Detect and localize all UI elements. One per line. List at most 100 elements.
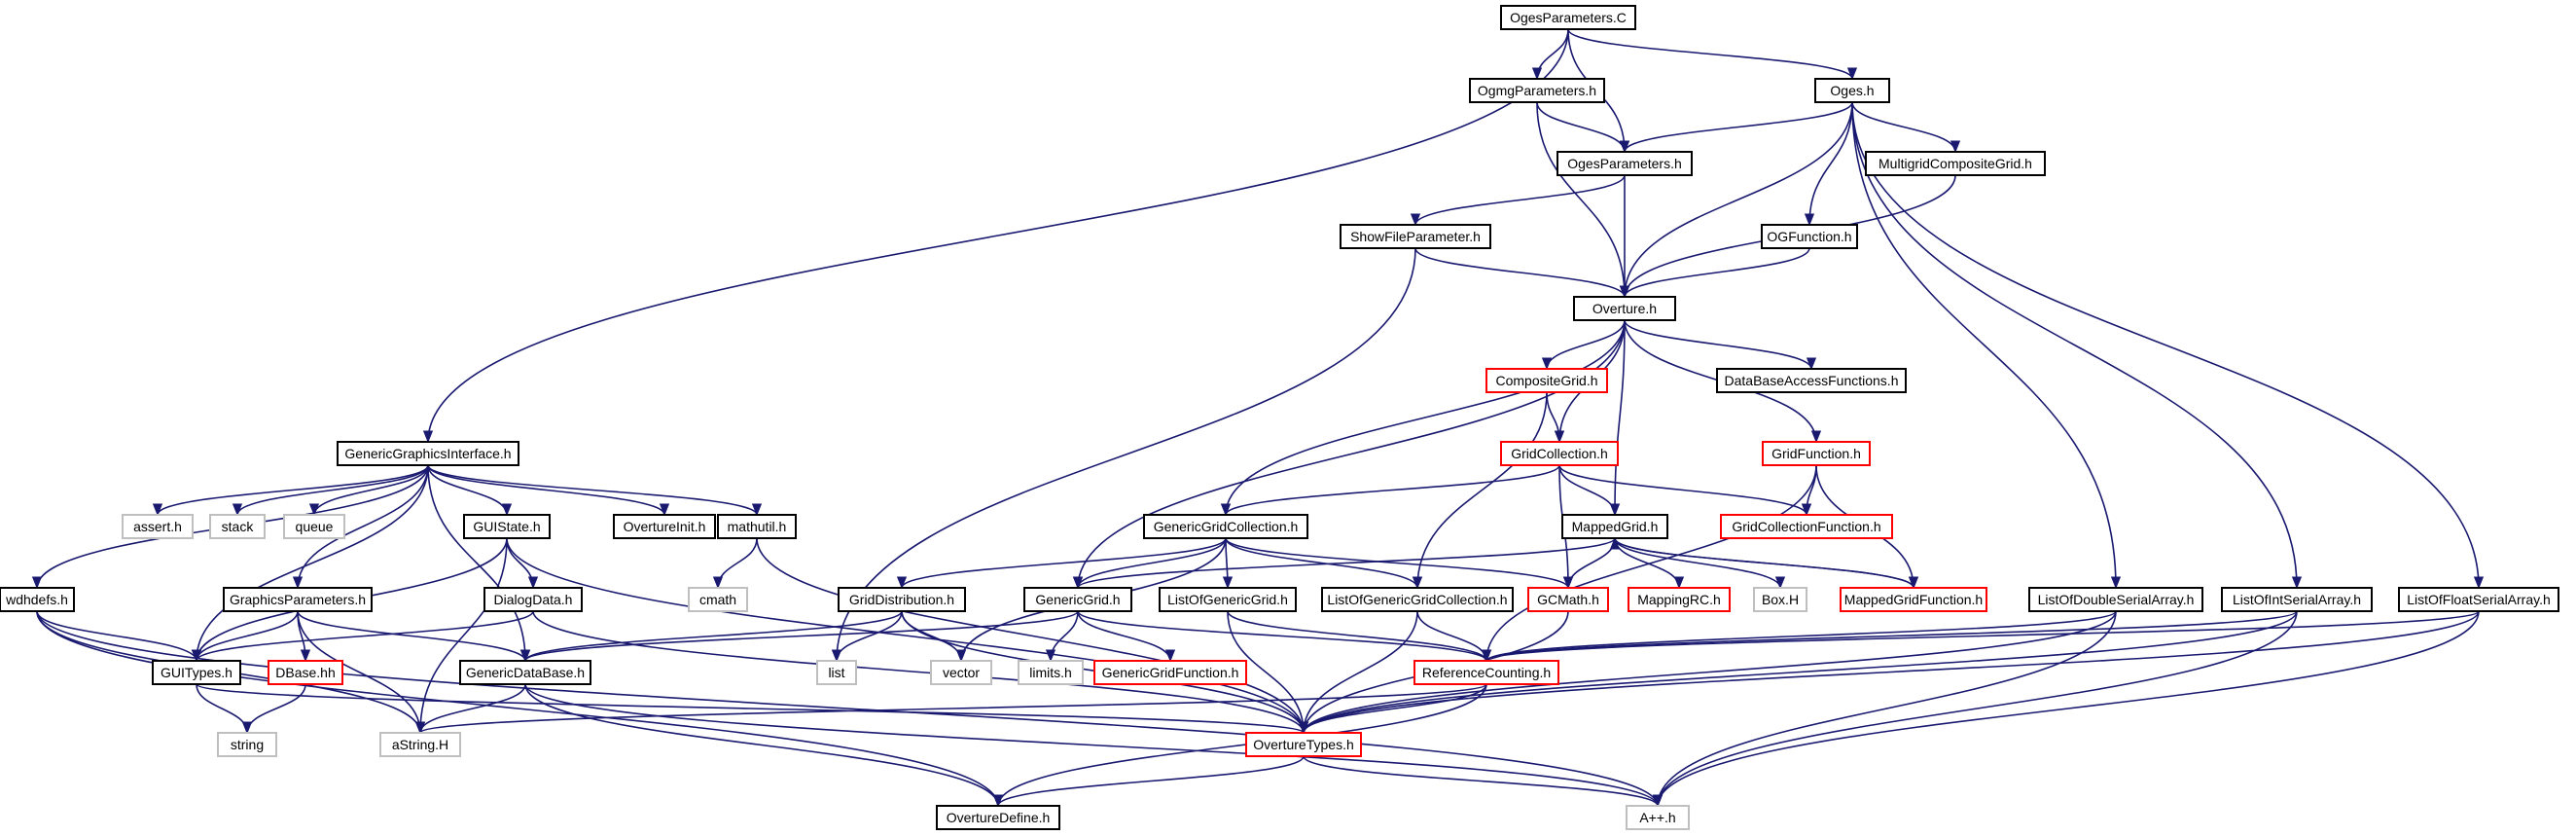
node-box xyxy=(1527,587,1609,612)
edge-path xyxy=(524,683,1663,808)
node-box xyxy=(1340,224,1491,249)
node-label: ListOfIntSerialArray.h xyxy=(2233,592,2361,607)
edge-mappedgridfunction-h-to-mappedgrid-h xyxy=(1610,536,1914,589)
edge-compositegrid-h-to-listofgenericgridcollection-h xyxy=(1412,391,1548,590)
edge-path xyxy=(1482,610,2480,663)
edge-genericgrid-h-to-referencecounting-h xyxy=(1077,610,1491,663)
edge-path xyxy=(831,247,1416,663)
node-label: list xyxy=(828,665,844,680)
edge-path xyxy=(415,683,1487,735)
edge-path xyxy=(897,537,1227,590)
node-gridcollection-h[interactable]: GridCollection.h xyxy=(1500,441,1619,466)
node-listofgenericgrid-h[interactable]: ListOfGenericGrid.h xyxy=(1159,587,1297,612)
node-wdhdefs-h[interactable]: wdhdefs.h xyxy=(0,587,75,612)
edge-path xyxy=(1652,610,2117,808)
edge-path xyxy=(756,537,1309,735)
node-mappedgridfunction-h[interactable]: MappedGridFunction.h xyxy=(1840,587,1987,612)
edge-oges-h-to-ogesparameters-h xyxy=(1619,101,1853,154)
node-box xyxy=(223,587,373,612)
edge-griddistribution-h-to-list xyxy=(831,610,903,663)
node-genericgrid-h[interactable]: GenericGrid.h xyxy=(1023,587,1132,612)
edge-overture-h-to-genericgridcollection-h xyxy=(1220,319,1626,517)
edge-path xyxy=(1558,464,1621,517)
edge-gridcollection-h-to-gridcollectionfunction-h xyxy=(1558,464,1812,517)
edge-referencecounting-h-to-overturedefine-h xyxy=(992,683,1487,808)
node-griddistribution-h[interactable]: GridDistribution.h xyxy=(838,587,966,612)
node-label: GUITypes.h xyxy=(161,665,233,680)
edge-oges-h-to-listoffloatserialarray-h xyxy=(1851,101,2485,590)
edge-path xyxy=(1222,537,1234,590)
node-string: string xyxy=(217,732,277,757)
edge-path xyxy=(1225,537,1573,590)
node-mappingrc-h[interactable]: MappingRC.h xyxy=(1628,587,1731,612)
node-overture-h[interactable]: Overture.h xyxy=(1573,296,1676,321)
node-gridcollectionfunction-h[interactable]: GridCollectionFunction.h xyxy=(1720,514,1893,539)
node-ogfunction-h[interactable]: OGFunction.h xyxy=(1761,224,1858,249)
node-dbase-hh[interactable]: DBase.hh xyxy=(268,660,343,685)
edge-path xyxy=(1546,391,1565,444)
node-overturedefine-h[interactable]: OvertureDefine.h xyxy=(936,805,1060,830)
node-guitypes-h[interactable]: GUITypes.h xyxy=(152,660,241,685)
node-overturetypes-h[interactable]: OvertureTypes.h xyxy=(1245,732,1362,757)
node-box xyxy=(1561,514,1668,539)
node-listofintserialarray-h[interactable]: ListOfIntSerialArray.h xyxy=(2221,587,2373,612)
node-label: GenericGraphicsInterface.h xyxy=(344,446,511,461)
node-showfileparameter-h[interactable]: ShowFileParameter.h xyxy=(1340,224,1491,249)
edge-path xyxy=(831,610,903,663)
edge-path xyxy=(308,464,429,517)
node-ogesparameters-h[interactable]: OgesParameters.h xyxy=(1556,151,1693,176)
node-label: GridCollection.h xyxy=(1511,446,1608,461)
node-box xyxy=(1500,5,1636,30)
node-box xyxy=(1626,805,1690,830)
edge-path xyxy=(1567,28,1857,81)
edges-layer xyxy=(31,28,2485,808)
edge-path xyxy=(427,464,762,517)
node-listoffloatserialarray-h[interactable]: ListOfFloatSerialArray.h xyxy=(2398,587,2559,612)
edge-oges-h-to-overture-h xyxy=(1619,101,1853,299)
node-label: assert.h xyxy=(133,519,182,534)
edge-graphicsparameters-h-to-guitypes-h xyxy=(191,610,299,663)
node-genericgraphicsinterface-h[interactable]: GenericGraphicsInterface.h xyxy=(337,441,519,466)
node-mathutil-h[interactable]: mathutil.h xyxy=(717,514,797,539)
node-multigridcompositegrid-h[interactable]: MultigridCompositeGrid.h xyxy=(1865,151,2046,176)
node-label: Overture.h xyxy=(1592,301,1657,316)
node-label: GUIState.h xyxy=(473,519,540,534)
node-listofgenericgridcollection-h[interactable]: ListOfGenericGridCollection.h xyxy=(1321,587,1514,612)
node-box xyxy=(930,660,992,685)
node-label: OgmgParameters.h xyxy=(1478,83,1596,98)
node-overtureinit-h[interactable]: OvertureInit.h xyxy=(613,514,716,539)
node-genericgridfunction-h[interactable]: GenericGridFunction.h xyxy=(1093,660,1247,685)
edge-path xyxy=(1652,610,2480,808)
node-limits-h: limits.h xyxy=(1018,660,1084,685)
node-genericdatabase-h[interactable]: GenericDataBase.h xyxy=(459,660,591,685)
edge-wdhdefs-h-to-guitypes-h xyxy=(36,610,202,663)
node-oges-h[interactable]: Oges.h xyxy=(1814,78,1890,103)
node-label: OgesParameters.h xyxy=(1567,156,1682,171)
edge-path xyxy=(1851,101,2485,590)
node-dialogdata-h[interactable]: DialogData.h xyxy=(483,587,583,612)
edge-path xyxy=(422,28,1569,444)
edge-listoffloatserialarray-h-to-referencecounting-h xyxy=(1482,610,2480,663)
node-graphicsparameters-h[interactable]: GraphicsParameters.h xyxy=(223,587,373,612)
edge-listofintserialarray-h-to-a-h xyxy=(1652,610,2298,808)
node-mappedgrid-h[interactable]: MappedGrid.h xyxy=(1561,514,1668,539)
edge-genericdatabase-h-to-astring-h xyxy=(414,683,526,735)
edge-listofdoubleserialarray-h-to-a-h xyxy=(1652,610,2117,808)
node-databaseaccessfunctions-h[interactable]: DataBaseAccessFunctions.h xyxy=(1716,368,1907,393)
node-label: Box.H xyxy=(1762,592,1799,607)
node-compositegrid-h[interactable]: CompositeGrid.h xyxy=(1485,368,1608,393)
node-ogesparameters-c[interactable]: OgesParameters.C xyxy=(1500,5,1636,30)
node-gridfunction-h[interactable]: GridFunction.h xyxy=(1762,441,1871,466)
node-box xyxy=(717,514,797,539)
node-queue: queue xyxy=(283,514,345,539)
node-ogmgparameters-h[interactable]: OgmgParameters.h xyxy=(1469,78,1605,103)
node-gcmath-h[interactable]: GCMath.h xyxy=(1527,587,1609,612)
node-genericgridcollection-h[interactable]: GenericGridCollection.h xyxy=(1143,514,1308,539)
node-listofdoubleserialarray-h[interactable]: ListOfDoubleSerialArray.h xyxy=(2028,587,2203,612)
node-referencecounting-h[interactable]: ReferenceCounting.h xyxy=(1413,660,1559,685)
edge-path xyxy=(427,464,513,517)
edge-gridcollection-h-to-genericgridcollection-h xyxy=(1221,464,1560,517)
edge-gridfunction-h-to-referencecounting-h xyxy=(1481,464,1817,663)
node-guistate-h[interactable]: GUIState.h xyxy=(463,514,551,539)
node-label: limits.h xyxy=(1029,665,1072,680)
